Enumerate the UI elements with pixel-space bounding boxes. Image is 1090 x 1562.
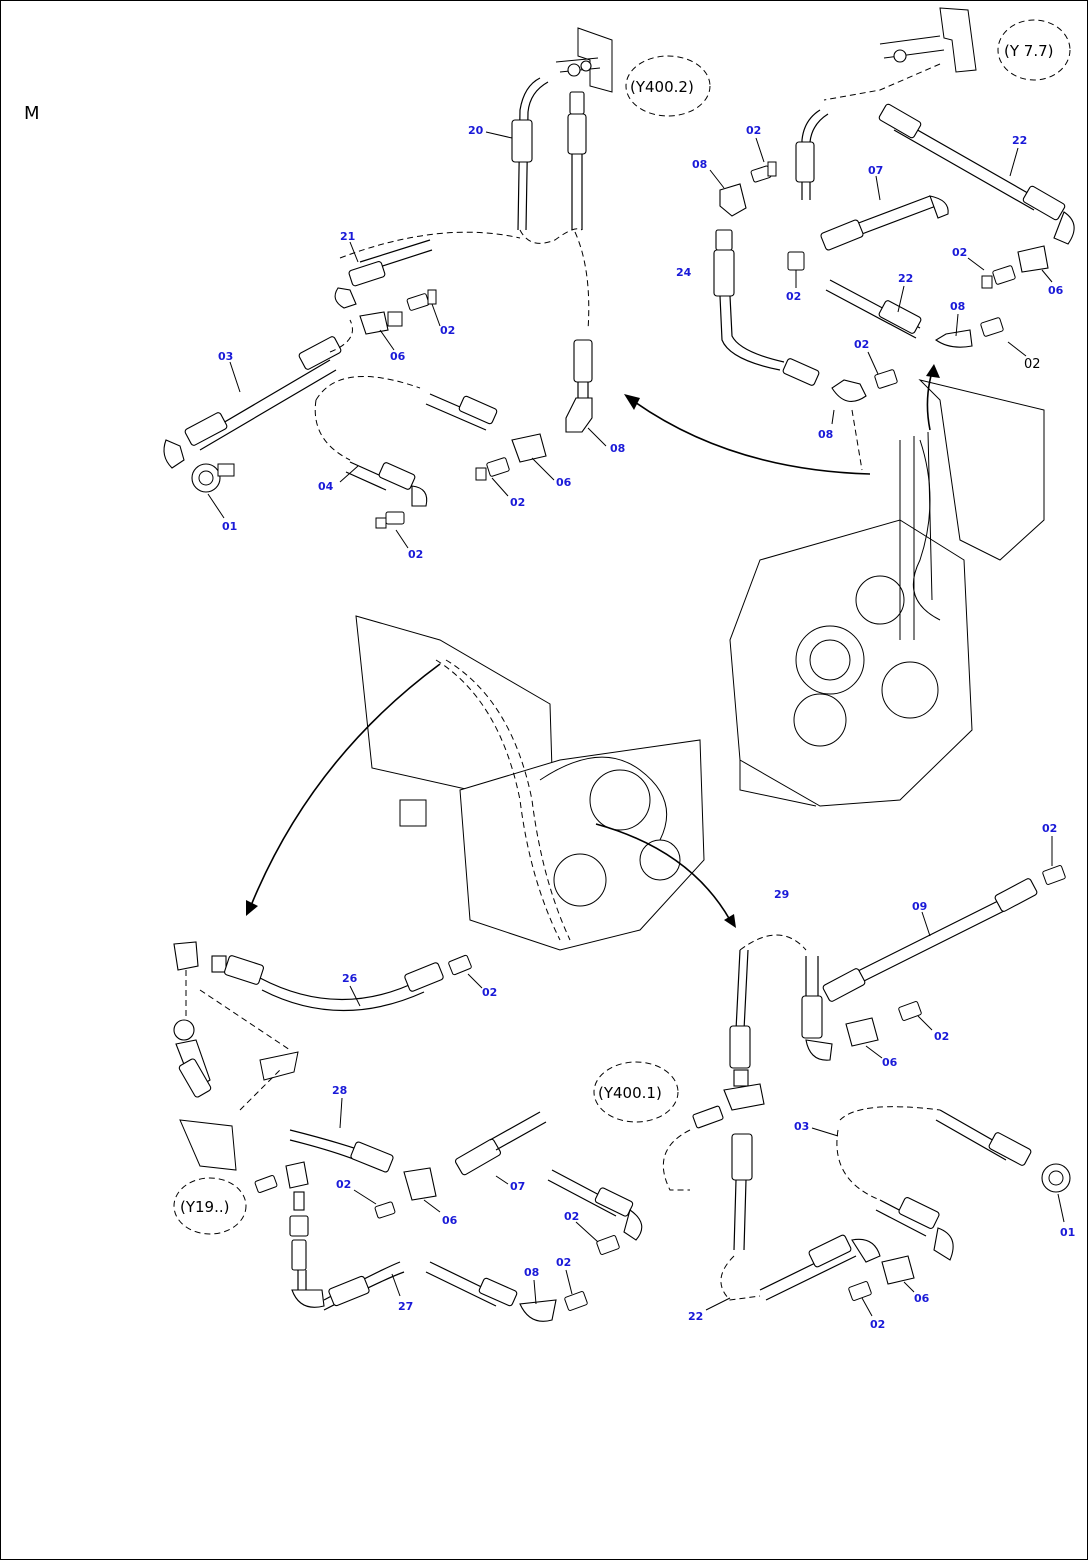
part-label-28: 28 — [332, 1084, 347, 1097]
part-label-02: 02 — [556, 1256, 571, 1269]
part-label-09: 09 — [912, 900, 927, 913]
part-label-26: 26 — [342, 972, 358, 985]
part-label-22: 22 — [688, 1310, 703, 1323]
assembly-lower-left — [173, 941, 643, 1322]
part-label-06: 06 — [1048, 284, 1064, 297]
part-label-02: 02 — [440, 324, 455, 337]
part-label-02: 02 — [786, 290, 801, 303]
reference-circle-y400-1 — [593, 1061, 679, 1123]
reference-circle-y400-2 — [625, 55, 711, 117]
part-label-08: 08 — [610, 442, 625, 455]
part-labels: 20 21 02 06 03 01 04 02 02 06 08 02 08 2… — [207, 124, 1075, 1331]
reference-label-y400-2: (Y400.2) — [630, 78, 694, 96]
part-label-04: 04 — [318, 480, 334, 493]
reference-label-y400-1: (Y400.1) — [598, 1084, 662, 1102]
reference-label-y7: (Y 7.7) — [1004, 42, 1054, 60]
part-label-02: 02 — [1042, 822, 1057, 835]
part-label-01: 01 — [1060, 1226, 1075, 1239]
part-label-21: 21 — [340, 230, 355, 243]
part-label-02: 02 — [934, 1030, 949, 1043]
part-label-22: 22 — [1012, 134, 1027, 147]
part-label-06: 06 — [442, 1214, 458, 1227]
part-label-02: 02 — [854, 338, 869, 351]
part-label-07: 07 — [868, 164, 883, 177]
reference-callouts: (Y400.2) (Y 7.7) (Y400.1) (Y19..) — [173, 19, 1071, 1235]
sheet-letter: M — [24, 103, 40, 124]
part-label-20: 20 — [468, 124, 484, 137]
part-label-02: 02 — [336, 1178, 351, 1191]
part-label-02: 02 — [482, 986, 497, 999]
part-label-02: 02 — [408, 548, 423, 561]
part-label-08: 08 — [950, 300, 965, 313]
part-label-03: 03 — [794, 1120, 809, 1133]
part-label-08: 08 — [692, 158, 707, 171]
part-label-02: 02 — [870, 1318, 885, 1331]
transmission-block-center — [355, 615, 705, 951]
part-label-02-plain: 02 — [1024, 357, 1041, 372]
part-label-24: 24 — [676, 266, 692, 279]
assembly-top-right — [713, 7, 1075, 471]
part-label-03: 03 — [218, 350, 233, 363]
assembly-top-left — [163, 27, 613, 529]
part-label-08: 08 — [524, 1266, 539, 1279]
part-label-08: 08 — [818, 428, 833, 441]
transmission-block-right — [729, 379, 1045, 807]
assembly-lower-right — [662, 865, 1071, 1301]
part-label-29: 29 — [774, 888, 789, 901]
reference-label-y19: (Y19..) — [180, 1198, 230, 1216]
part-label-06: 06 — [914, 1292, 930, 1305]
part-label-22: 22 — [898, 272, 913, 285]
part-label-02: 02 — [510, 496, 525, 509]
flow-arrows — [246, 364, 940, 928]
part-label-06: 06 — [556, 476, 572, 489]
part-label-02: 02 — [746, 124, 761, 137]
reference-circle-y7 — [997, 19, 1071, 81]
reference-circle-y19 — [173, 1177, 247, 1235]
part-label-06: 06 — [882, 1056, 898, 1069]
part-label-02: 02 — [564, 1210, 579, 1223]
part-label-02: 02 — [952, 246, 967, 259]
part-label-01: 01 — [222, 520, 237, 533]
part-label-07: 07 — [510, 1180, 525, 1193]
part-label-06: 06 — [390, 350, 406, 363]
part-label-27: 27 — [398, 1300, 413, 1313]
